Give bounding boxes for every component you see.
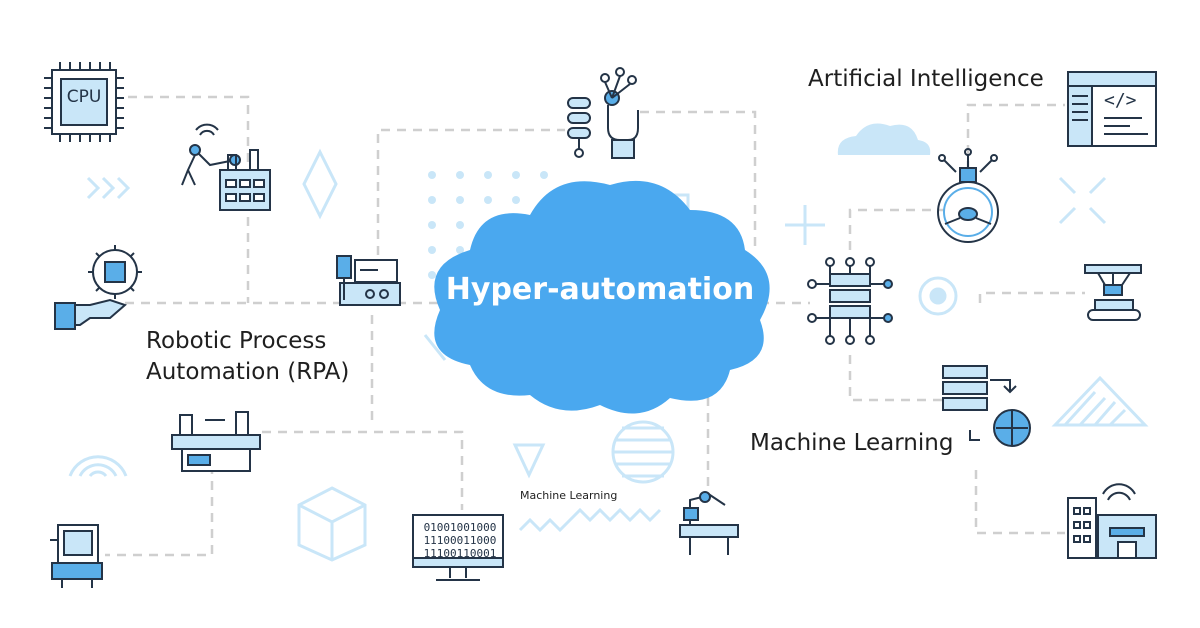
code-brackets-text: </> bbox=[1104, 90, 1137, 111]
hyper-automation-cloud bbox=[434, 180, 770, 414]
rpa-label-line-1: Robotic Process bbox=[146, 328, 327, 354]
smart-building-icon bbox=[1067, 483, 1157, 559]
binary-line-1: 01001001000 bbox=[423, 521, 497, 534]
decorative-shapes bbox=[68, 148, 1149, 562]
ai-steering-icon bbox=[937, 148, 999, 243]
code-window-icon bbox=[1067, 71, 1157, 147]
industrial-machine-icon bbox=[171, 411, 261, 472]
binary-line-2: 11100011000 bbox=[423, 534, 497, 547]
robot-welder-icon bbox=[679, 491, 739, 555]
rpa-label-line-2: Automation (RPA) bbox=[146, 359, 350, 385]
binary-line-3: 11100110001 bbox=[423, 547, 497, 560]
factory-robot-arm-icon bbox=[181, 123, 271, 211]
small-cloud-icon bbox=[837, 123, 931, 155]
gear-hand-icon bbox=[54, 245, 142, 330]
server-network-icon bbox=[807, 257, 893, 345]
cpu-text: CPU bbox=[66, 87, 102, 107]
dot-grid-decoration bbox=[428, 171, 548, 279]
server-globe-icon bbox=[942, 365, 1031, 447]
assembly-line-icon bbox=[1084, 264, 1142, 321]
cpu-icon bbox=[44, 62, 124, 142]
cnc-machine-icon bbox=[336, 255, 401, 306]
binary-monitor-icon bbox=[412, 514, 504, 581]
3d-printer-icon bbox=[50, 524, 103, 588]
machine-learning-label: Machine Learning bbox=[750, 430, 954, 456]
robotic-hand-icon bbox=[567, 67, 639, 159]
striped-globe-decoration bbox=[611, 420, 675, 484]
rpa-label: Robotic Process Automation (RPA) bbox=[146, 326, 349, 388]
hub-title: Hyper-automation bbox=[445, 272, 755, 307]
artificial-intelligence-label: Artificial Intelligence bbox=[808, 66, 1044, 92]
machine-learning-small-label: Machine Learning bbox=[520, 489, 618, 502]
